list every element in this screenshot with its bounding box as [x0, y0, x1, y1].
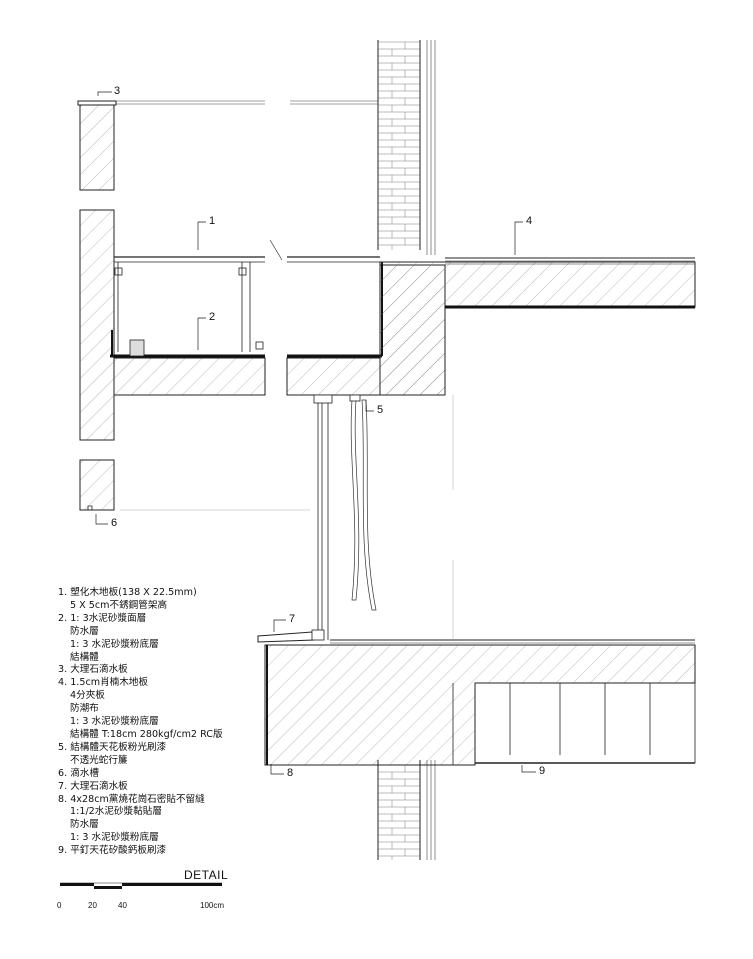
legend-item-4-sub: 防潮布 — [70, 703, 99, 715]
legend-item-8-sub: 1:1/2水泥砂漿黏貼層 — [70, 806, 162, 818]
legend-item-2: 2. 1: 3水泥砂漿面層 — [58, 612, 147, 624]
scale-bar — [60, 882, 222, 889]
legend-item-6: 6. 滴水槽 — [58, 767, 99, 779]
scale-tick-40: 40 — [118, 901, 127, 910]
exterior-wall — [377, 40, 436, 860]
window-curtain — [313, 394, 377, 640]
callout-6: 6 — [111, 517, 118, 529]
balcony-slab-left — [110, 354, 266, 396]
detail-title: DETAIL — [184, 868, 229, 882]
callout-3: 3 — [114, 85, 121, 97]
left-parapet-wall — [79, 104, 115, 511]
legend-item-4: 4. 1.5cm肖楠木地板 — [58, 677, 149, 689]
timber-deck-frame — [111, 256, 265, 357]
callout-9: 9 — [539, 765, 546, 777]
callout-2: 2 — [209, 311, 216, 323]
marble-drip-board-lower — [257, 629, 325, 643]
break-lines — [120, 239, 454, 640]
interior-floor-slab — [379, 257, 696, 396]
lower-slab — [264, 639, 696, 766]
callout-1: 1 — [209, 215, 216, 227]
callout-7: 7 — [289, 613, 296, 625]
brick-courses — [378, 41, 420, 860]
legend-item-2-sub: 結構體 — [70, 651, 99, 663]
legend-item-5-sub: 不透光蛇行簾 — [70, 754, 128, 766]
legend-item-8-sub: 防水層 — [70, 819, 99, 831]
calcium-silicate-ceiling — [452, 682, 696, 765]
legend-item-3: 3. 大理石滴水板 — [58, 664, 128, 676]
marble-drip-board-top — [77, 100, 117, 106]
scale-tick-20: 20 — [88, 901, 97, 910]
legend-item-2-sub: 防水層 — [70, 625, 99, 637]
scale-tick-0: 0 — [57, 901, 62, 910]
legend-item-4-sub: 4分夾板 — [70, 690, 105, 702]
legend-item-7: 7. 大理石滴水板 — [58, 780, 128, 792]
legend-item-8: 8. 4x28cm黨燒花崗石密貼不留縫 — [58, 793, 205, 805]
callout-leaders — [95, 91, 536, 775]
legend-item-1: 1. 塑化木地板(138 X 22.5mm) — [58, 587, 197, 598]
legend-item-9: 9. 平釘天花矽酸鈣板刷漆 — [58, 845, 167, 857]
callout-5: 5 — [377, 404, 384, 416]
legend-item-5: 5. 結構體天花板粉光刷漆 — [58, 741, 167, 753]
callout-8: 8 — [287, 767, 294, 779]
legend-item-2-sub: 1: 3 水泥砂漿粉底層 — [70, 638, 159, 650]
legend-item-4-sub: 1: 3 水泥砂漿粉底層 — [70, 716, 159, 728]
callout-4: 4 — [526, 215, 533, 227]
scale-tick-100cm: 100cm — [200, 901, 225, 910]
legend-item-8-sub: 1: 3 水泥砂漿粉底層 — [70, 832, 159, 844]
legend-item-4-sub: 結構體 T:18cm 280kgf/cm2 RC版 — [70, 728, 223, 740]
legend-item-1-sub: 5 X 5cm不銹鋼管架高 — [70, 599, 168, 611]
